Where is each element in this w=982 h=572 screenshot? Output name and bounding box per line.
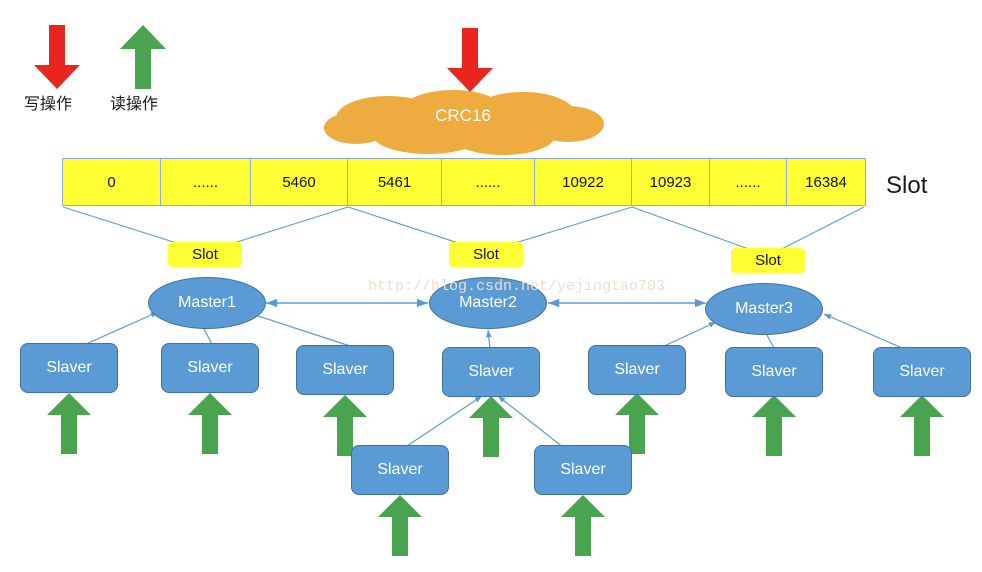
slaver-node-9[interactable]: Slaver bbox=[534, 445, 632, 495]
slaver-node-3[interactable]: Slaver bbox=[296, 345, 394, 395]
master-node-2[interactable]: Master2 bbox=[429, 277, 547, 329]
legend-read-arrow-icon bbox=[120, 25, 166, 89]
slaver-node-5[interactable]: Slaver bbox=[588, 345, 686, 395]
slot-cell: 16384 bbox=[787, 159, 865, 205]
slot-badge-master1: Slot bbox=[168, 242, 242, 267]
slot-cell: 10923 bbox=[632, 159, 710, 205]
slot-cell: ...... bbox=[161, 159, 251, 205]
slaver-node-6[interactable]: Slaver bbox=[725, 347, 823, 397]
read-arrow-icon-slaver8 bbox=[378, 495, 422, 556]
watermark-text: http://blog.csdn.net/yejingtao703 bbox=[368, 278, 666, 295]
cloud-inbound-write-arrow-icon bbox=[447, 28, 493, 92]
slot-cell: ...... bbox=[442, 159, 535, 205]
master-node-3[interactable]: Master3 bbox=[705, 283, 823, 335]
read-arrow-icon-slaver5 bbox=[615, 393, 659, 454]
slot-table-side-label: Slot bbox=[886, 172, 928, 199]
legend-read-label: 读操作 bbox=[110, 96, 159, 113]
legend-write-label: 写操作 bbox=[24, 96, 73, 113]
cloud-label: CRC16 bbox=[435, 106, 491, 125]
slot-cell: 10922 bbox=[535, 159, 632, 205]
slaver-node-7[interactable]: Slaver bbox=[873, 347, 971, 397]
read-arrow-icon-slaver9 bbox=[561, 495, 605, 556]
slot-badge-master2: Slot bbox=[449, 242, 523, 267]
slaver-node-8[interactable]: Slaver bbox=[351, 445, 449, 495]
read-arrow-icon-slaver2 bbox=[188, 393, 232, 454]
read-arrow-icon-slaver3 bbox=[323, 395, 367, 456]
master-node-1[interactable]: Master1 bbox=[148, 277, 266, 329]
crc16-cloud: CRC16 bbox=[318, 84, 608, 156]
slot-cell: 5461 bbox=[348, 159, 442, 205]
slaver-node-2[interactable]: Slaver bbox=[161, 343, 259, 393]
cloud-icon bbox=[324, 90, 604, 155]
slot-cell: 5460 bbox=[251, 159, 348, 205]
slot-table: 0 ...... 5460 5461 ...... 10922 10923 ..… bbox=[62, 158, 866, 206]
slot-cell: ...... bbox=[710, 159, 787, 205]
slaver-node-1[interactable]: Slaver bbox=[20, 343, 118, 393]
legend-write-arrow-icon bbox=[34, 25, 80, 89]
read-arrow-icon-slaver6 bbox=[752, 395, 796, 456]
slaver-node-4[interactable]: Slaver bbox=[442, 347, 540, 397]
slot-cell: 0 bbox=[63, 159, 161, 205]
read-arrow-icon-slaver7 bbox=[900, 395, 944, 456]
slot-badge-master3: Slot bbox=[731, 248, 805, 273]
read-arrow-icon-slaver4 bbox=[469, 396, 513, 457]
read-arrow-icon-slaver1 bbox=[47, 393, 91, 454]
